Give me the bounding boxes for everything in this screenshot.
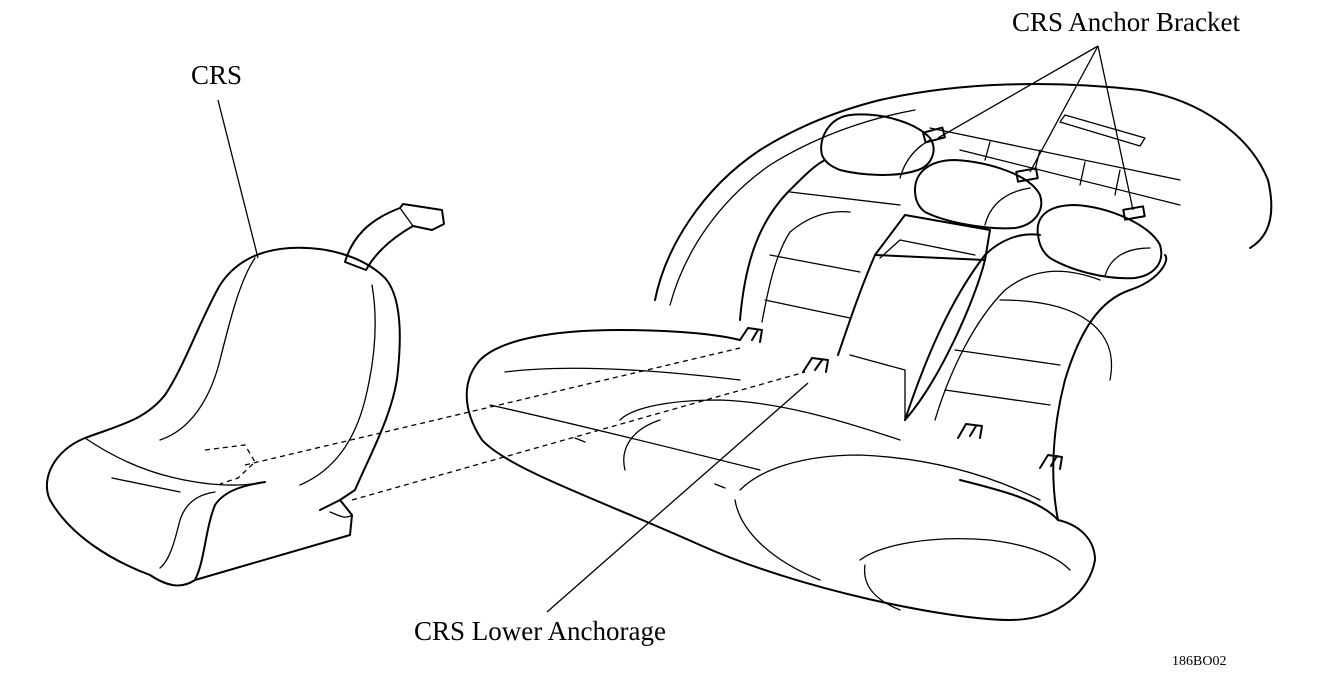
figure-code: 186BO02 xyxy=(1172,654,1227,669)
anchor-bracket-label: CRS Anchor Bracket xyxy=(1012,7,1240,37)
rear-bench-seat-drawing xyxy=(465,83,1273,621)
alignment-dashed-lines xyxy=(244,347,806,501)
leader-lines xyxy=(217,45,1134,613)
crs-seat-drawing xyxy=(45,203,445,587)
crs-label: CRS xyxy=(191,60,243,90)
lower-anchorage-label: CRS Lower Anchorage xyxy=(414,616,666,646)
